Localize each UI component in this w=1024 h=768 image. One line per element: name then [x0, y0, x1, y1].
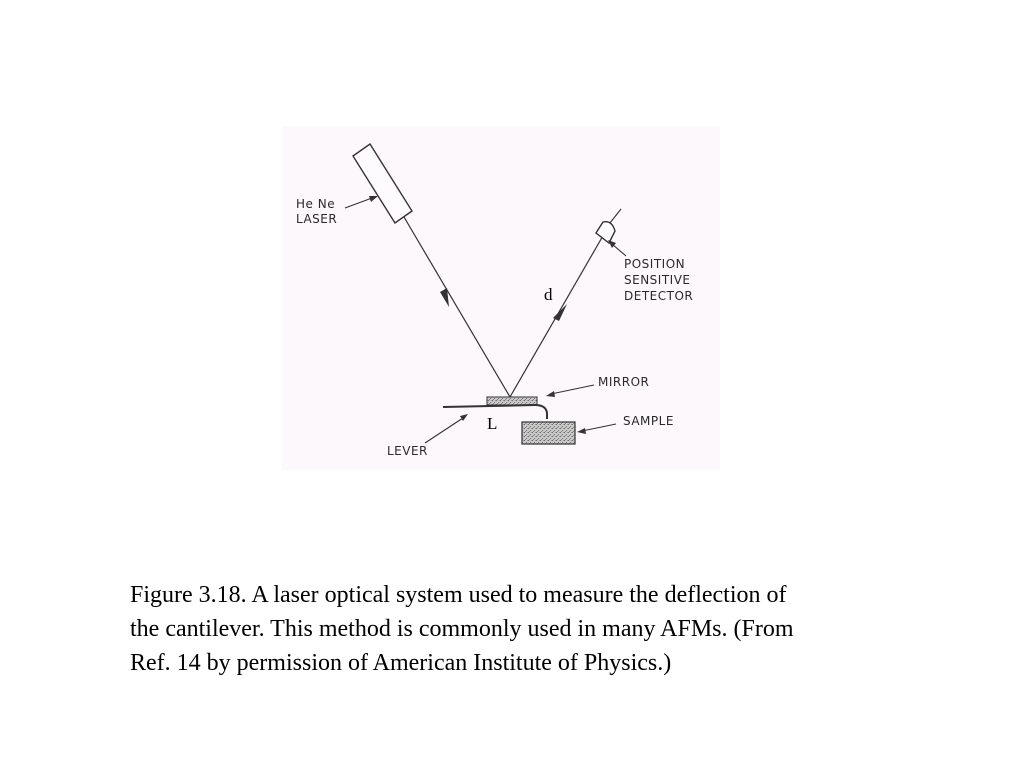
d-label: d — [544, 285, 553, 304]
laser-leader-arrowhead — [369, 196, 378, 202]
sample-leader-line — [581, 423, 617, 432]
detector-label-line3: DETECTOR — [624, 289, 693, 303]
reflected-beam-arrowhead — [553, 304, 567, 321]
sample-block — [521, 421, 576, 445]
laser-label-line2: LASER — [296, 212, 337, 226]
caption-line-2: the cantilever. This method is commonly … — [130, 616, 794, 642]
mirror-leader-arrowhead — [546, 391, 555, 397]
laser-tube — [352, 143, 413, 224]
mirror-leader-line — [550, 384, 595, 395]
caption-line-3: Ref. 14 by permission of American Instit… — [130, 650, 672, 676]
figure-caption: Figure 3.18. A laser optical system used… — [130, 578, 950, 680]
sample-label: SAMPLE — [623, 414, 674, 428]
detector-label-line2: SENSITIVE — [624, 273, 691, 287]
position-sensitive-detector — [595, 208, 622, 245]
detector-label-line1: POSITION — [624, 257, 685, 271]
detector-leader-line — [611, 243, 627, 257]
incident-beam-arrowhead — [440, 288, 449, 307]
mirror-label: MIRROR — [598, 375, 649, 389]
cantilever-lever — [442, 403, 548, 419]
sample-leader-arrowhead — [577, 428, 586, 434]
L-label: L — [487, 414, 497, 433]
laser-label-line1: He Ne — [296, 197, 335, 211]
lever-leader-arrowhead — [460, 414, 468, 421]
figure-panel — [282, 126, 720, 470]
mirror — [486, 396, 538, 406]
lever-label: LEVER — [387, 444, 428, 458]
incident-beam — [403, 216, 511, 398]
detector-leader-arrowhead — [608, 240, 616, 248]
caption-line-1: Figure 3.18. A laser optical system used… — [130, 582, 787, 608]
laser-leader-line — [344, 197, 373, 209]
lever-leader-line — [424, 417, 464, 444]
